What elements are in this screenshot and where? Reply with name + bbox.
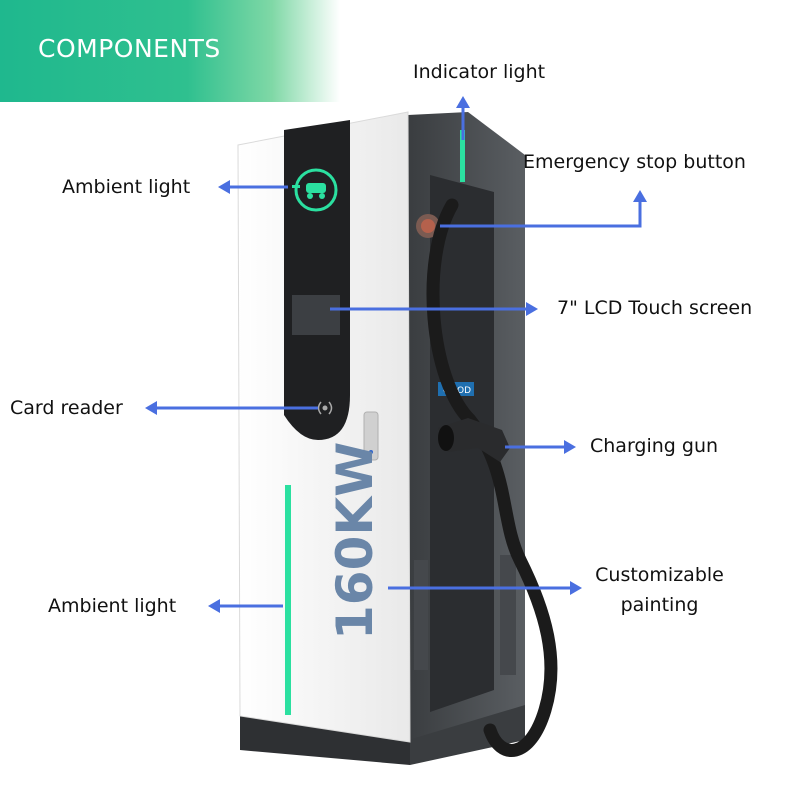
charger-front-panel: 160KW xyxy=(237,111,411,743)
indicator-light-strip xyxy=(460,130,465,182)
ambient-logo-ring xyxy=(294,168,338,212)
ambient-light-strip xyxy=(285,485,291,715)
charging-gun-shape xyxy=(438,418,510,462)
label-indicator-light: Indicator light xyxy=(413,61,546,83)
door-handle xyxy=(363,411,379,461)
charging-cable xyxy=(426,198,558,757)
label-customizable-painting: Customizable painting xyxy=(582,560,737,620)
label-lcd-touch-screen: 7" LCD Touch screen xyxy=(557,297,753,319)
callout-arrows xyxy=(145,96,647,613)
label-card-reader: Card reader xyxy=(10,397,123,419)
label-ambient-light-top: Ambient light xyxy=(62,176,191,198)
card-reader-icon xyxy=(317,401,333,415)
lcd-screen xyxy=(292,295,340,335)
label-emergency-stop-button: Emergency stop button xyxy=(523,151,746,173)
power-rating-text: 160KW xyxy=(326,442,384,640)
label-customizable-line2: painting xyxy=(620,594,699,616)
label-charging-gun: Charging gun xyxy=(590,435,719,457)
banner-title: COMPONENTS xyxy=(38,34,221,63)
label-ambient-light-bottom: Ambient light xyxy=(48,595,177,617)
label-customizable-line1: Customizable xyxy=(595,564,724,586)
emergency-stop-button-shape xyxy=(416,214,440,238)
components-banner: COMPONENTS xyxy=(0,0,340,102)
